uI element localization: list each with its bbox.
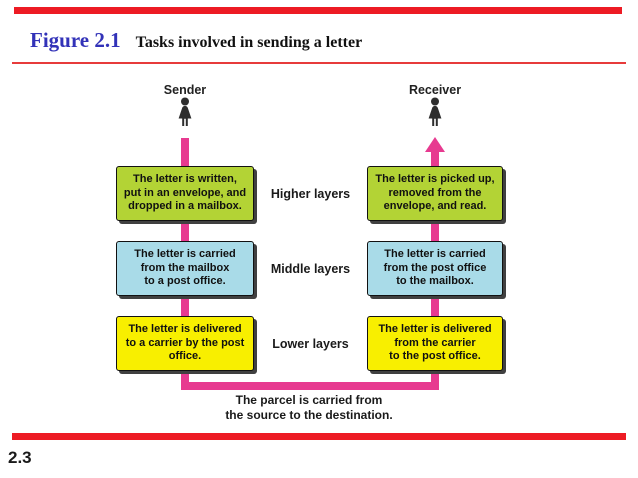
box-line: put in an envelope, and [123, 186, 247, 199]
receiver-person-icon [428, 97, 442, 126]
box-line: The letter is carried [134, 248, 236, 261]
sender-person-icon [178, 97, 192, 126]
lower-layers-label: Lower layers [272, 337, 349, 351]
box-line: The letter is picked up, [375, 173, 495, 186]
box-line: The letter is written, [133, 173, 237, 186]
box-line: envelope, and read. [383, 200, 487, 213]
title-divider-line [12, 62, 626, 64]
figure-title-row: Figure 2.1 Tasks involved in sending a l… [30, 28, 362, 53]
slide-number: 2.3 [8, 448, 32, 467]
top-red-bar [14, 7, 622, 14]
sender-lower-layer-box: The letter is delivered to a carrier by … [116, 316, 254, 371]
sender-label: Sender [163, 83, 207, 97]
figure-label: Figure 2.1 [30, 28, 121, 52]
box-line: The letter is carried [384, 248, 486, 261]
box-line: The letter is delivered [378, 323, 492, 336]
receiver-higher-layer-box: The letter is picked up, removed from th… [367, 166, 503, 221]
sender-middle-layer-box: The letter is carried from the mailbox t… [116, 241, 254, 296]
bottom-caption: The parcel is carried from the source to… [214, 393, 404, 423]
bottom-transport-bar [181, 382, 439, 390]
higher-layers-label: Higher layers [270, 187, 351, 201]
caption-line: the source to the destination. [225, 408, 393, 422]
box-line: The letter is delivered [128, 323, 242, 336]
receiver-up-arrowhead [425, 137, 445, 152]
box-line: to a post office. [144, 275, 226, 288]
box-line: from the post office [383, 261, 487, 274]
middle-layers-label: Middle layers [270, 262, 351, 276]
box-line: removed from the [388, 186, 482, 199]
receiver-label: Receiver [408, 83, 462, 97]
bottom-red-bar [12, 433, 626, 440]
caption-line: The parcel is carried from [235, 393, 383, 407]
box-line: to the mailbox. [396, 275, 474, 288]
box-line: to a carrier by the post [125, 336, 245, 349]
receiver-lower-layer-box: The letter is delivered from the carrier… [367, 316, 503, 371]
figure-title: Tasks involved in sending a letter [135, 34, 363, 51]
box-line: office. [168, 350, 202, 363]
box-line: dropped in a mailbox. [128, 200, 242, 213]
box-line: to the post office. [389, 350, 481, 363]
box-line: from the carrier [394, 336, 476, 349]
receiver-middle-layer-box: The letter is carried from the post offi… [367, 241, 503, 296]
sender-higher-layer-box: The letter is written, put in an envelop… [116, 166, 254, 221]
box-line: from the mailbox [140, 261, 230, 274]
